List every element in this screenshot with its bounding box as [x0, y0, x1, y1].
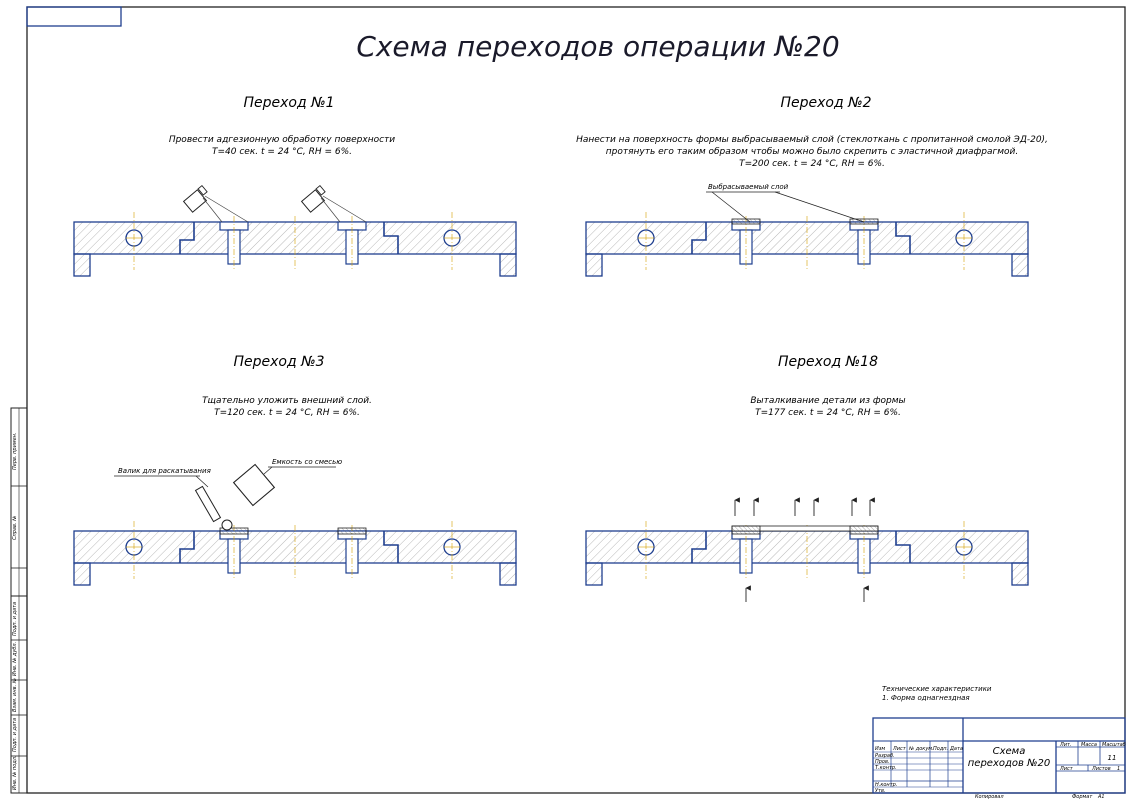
- ejected-part: [849, 525, 879, 535]
- spray-nozzle: [300, 185, 367, 223]
- step-line: T=177 сек. t = 24 °С, RH = 6%.: [755, 408, 901, 418]
- stamp-format: Формат: [1072, 794, 1093, 800]
- step-1: Переход №1 Провести адгезионную обработк…: [73, 95, 517, 277]
- outer-layer: [219, 527, 249, 535]
- step-line: Нанести на поверхность формы выбрасываем…: [576, 135, 1048, 145]
- tech-heading: Технические характеристики: [882, 685, 992, 693]
- ejected-part: [731, 525, 761, 535]
- step-heading: Переход №1: [243, 95, 334, 111]
- mixture-container: [232, 463, 276, 507]
- sheet-title: Схема переходов операции №20: [356, 30, 839, 63]
- stamp-role: Пров.: [875, 759, 890, 765]
- step-18: Переход №18 Выталкивание детали из формы…: [585, 354, 1029, 602]
- side-label: Справ. №: [12, 516, 18, 540]
- spray-nozzle: [182, 185, 249, 223]
- step-heading: Переход №2: [780, 95, 871, 111]
- stamp-sheets: Листов: [1091, 766, 1111, 772]
- stamp-role: Разраб.: [875, 753, 895, 759]
- callout-label: Выбрасываемый слой: [708, 183, 789, 191]
- outer-layer: [337, 527, 367, 535]
- mold-section: [585, 211, 1029, 277]
- side-label: Взам. инв. №: [12, 678, 18, 712]
- roller-tool: [194, 485, 233, 531]
- stamp-lit: Лит.: [1059, 742, 1072, 748]
- step-heading: Переход №3: [233, 354, 324, 370]
- eject-arrows: [734, 497, 875, 602]
- stamp-role: Н.контр.: [875, 782, 897, 788]
- step-line: протянуть его таким образом чтобы можно …: [606, 147, 1018, 157]
- sheet-frame: [26, 6, 1126, 794]
- drawing-name: переходов №20: [968, 758, 1050, 769]
- sheet-corner-box: [26, 6, 122, 27]
- callout-label: Емкость со смесью: [272, 458, 342, 466]
- step-line: Выталкивание детали из формы: [750, 396, 905, 406]
- step-3: Переход №3 Тщательно уложить внешний сло…: [73, 354, 517, 586]
- tech-line: 1. Форма однагнездная: [882, 694, 970, 702]
- side-label: Перв. примен.: [12, 432, 18, 470]
- step-line: T=120 сек. t = 24 °С, RH = 6%.: [214, 408, 360, 418]
- ejected-layer: [849, 218, 879, 225]
- stamp-sheet: Лист: [1059, 766, 1074, 772]
- step-line: Провести адгезионную обработку поверхнос…: [169, 135, 395, 145]
- side-label: Инв. № подл.: [12, 756, 18, 791]
- step-line: Тщательно уложить внешний слой.: [202, 396, 372, 406]
- stamp-sheets-value: 1: [1117, 766, 1120, 772]
- stamp-scale-value: 11: [1108, 754, 1117, 762]
- mold-section: [73, 520, 517, 586]
- drawing-name: Схема: [993, 746, 1026, 757]
- stamp-mass: Масса: [1081, 742, 1097, 748]
- side-label: Инв. № дубл.: [12, 642, 18, 676]
- ejected-layer: [731, 218, 761, 225]
- stamp-copied: Копировал: [975, 794, 1004, 800]
- step-heading: Переход №18: [778, 354, 878, 370]
- stamp-col: Дата: [949, 746, 963, 752]
- side-label: Подп. и дата: [12, 602, 18, 636]
- stamp-col: Подп.: [933, 746, 948, 752]
- stamp-scale: Масштаб: [1102, 742, 1126, 748]
- step-2: Переход №2 Нанести на поверхность формы …: [576, 95, 1048, 277]
- stamp-col: № докум.: [908, 746, 934, 752]
- side-label: Подп. и дата: [12, 718, 18, 752]
- mold-section: [73, 211, 517, 277]
- step-line: T=40 сек. t = 24 °С, RH = 6%.: [212, 147, 352, 157]
- stamp-format-value: А1: [1097, 794, 1105, 800]
- stamp-col: Изм: [875, 746, 885, 752]
- title-block: Изм Лист № докум. Подп. Дата Разраб. Про…: [872, 717, 1126, 800]
- step-line: T=200 сек. t = 24 °С, RH = 6%.: [739, 159, 885, 169]
- stamp-role: Т.контр.: [875, 765, 897, 771]
- callout-label: Валик для раскатывания: [118, 467, 211, 475]
- side-strip: Перв. примен. Справ. № Подп. и дата Инв.…: [10, 407, 28, 794]
- stamp-role: Утв.: [875, 788, 886, 794]
- stamp-col: Лист: [892, 746, 907, 752]
